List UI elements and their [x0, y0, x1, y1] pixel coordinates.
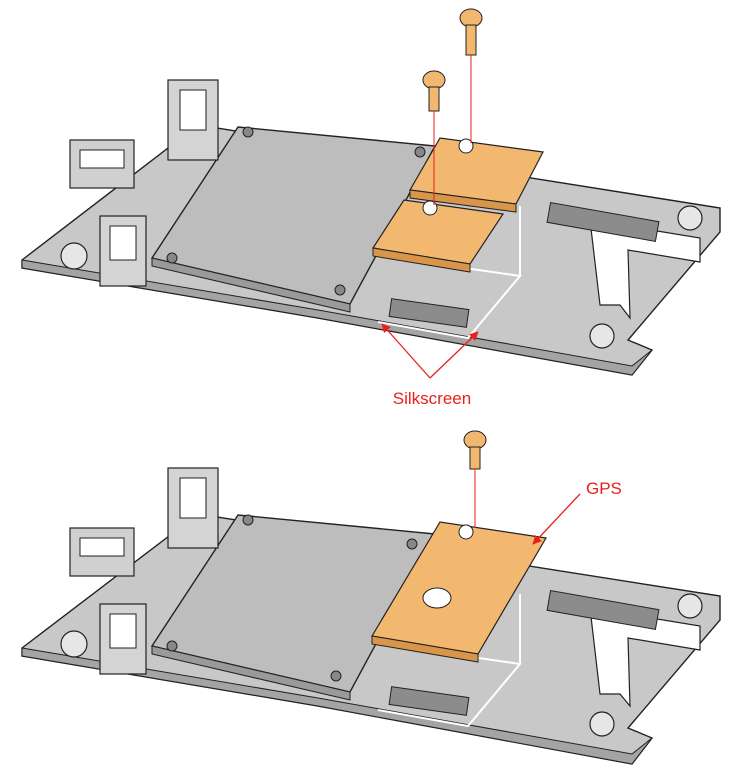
screw [463, 430, 487, 528]
carrier-board [150, 514, 437, 701]
usb-port [69, 527, 135, 577]
btb-connector [546, 202, 660, 242]
silkscreen-arrow-right [429, 331, 479, 379]
connector-left-bottom [99, 603, 147, 675]
mounting-hole [589, 711, 615, 737]
connector-left-top [167, 79, 219, 161]
connector-left-bottom [99, 215, 147, 287]
btb-connector [546, 590, 660, 630]
connector-left-top [167, 467, 219, 549]
screw [459, 8, 483, 143]
assembly-step-bottom: GPS [21, 430, 721, 765]
mounting-hole [677, 205, 703, 231]
mounting-hole [589, 323, 615, 349]
btb-connector [388, 298, 470, 328]
silkscreen-label: Silkscreen [393, 389, 471, 408]
btb-connector [388, 686, 470, 716]
mounting-hole [60, 630, 88, 658]
assembly-step-top: Silkscreen [21, 8, 721, 408]
module-upper [409, 137, 544, 213]
gps-module [371, 521, 547, 663]
carrier-board [150, 126, 437, 313]
usb-port [69, 139, 135, 189]
module-lower [371, 199, 505, 273]
mounting-hole [60, 242, 88, 270]
gps-arrow [532, 493, 581, 545]
mounting-hole [677, 593, 703, 619]
gps-label: GPS [586, 479, 622, 498]
screw [422, 70, 446, 205]
silkscreen-arrow-left [381, 323, 431, 379]
